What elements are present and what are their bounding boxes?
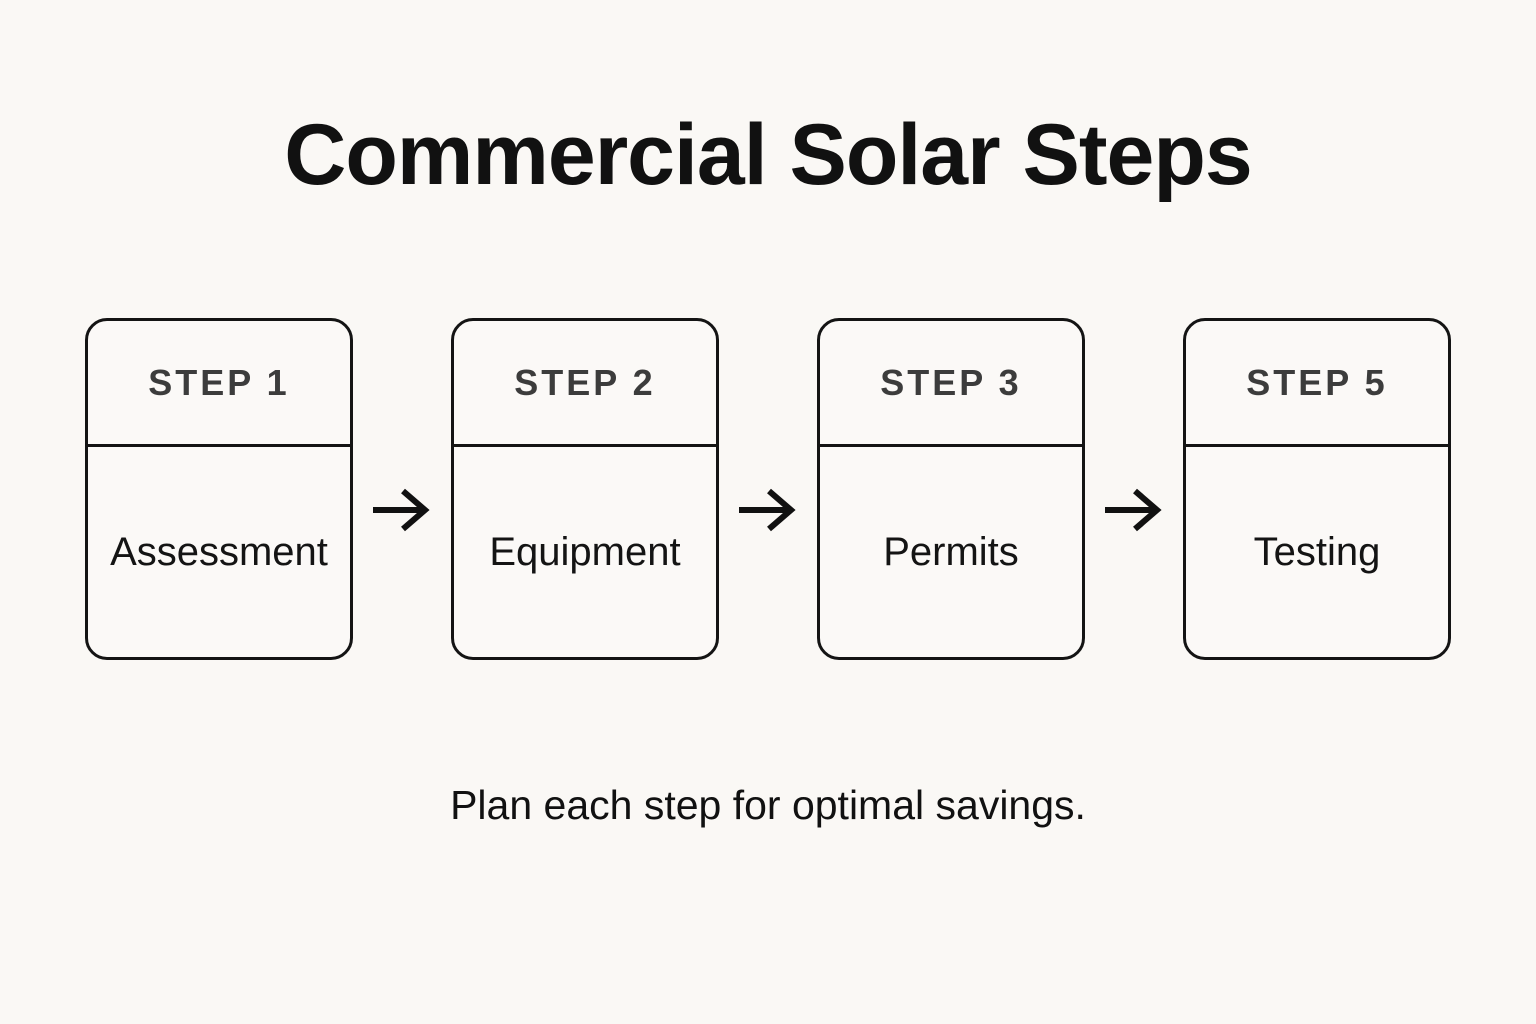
step-name: Permits — [883, 529, 1019, 574]
step-name: Equipment — [489, 529, 681, 574]
step-card-3: STEP 3 Permits — [817, 318, 1085, 660]
step-name: Assessment — [110, 529, 328, 574]
right-arrow-icon — [739, 488, 796, 532]
step-card-4: STEP 5 Testing — [1183, 318, 1451, 660]
flow-arrow-cell — [719, 318, 817, 660]
step-label: STEP 2 — [514, 361, 656, 403]
flow-diagram: STEP 1 Assessment STEP 2 Equipment STEP … — [0, 318, 1536, 660]
page-title: Commercial Solar Steps — [284, 107, 1252, 203]
step-card-body: Testing — [1186, 447, 1448, 657]
step-label: STEP 5 — [1246, 361, 1388, 403]
step-card-1: STEP 1 Assessment — [85, 318, 353, 660]
right-arrow-icon — [373, 488, 430, 532]
step-card-body: Assessment — [88, 447, 350, 657]
caption: Plan each step for optimal savings. — [450, 782, 1086, 828]
flow-arrow-cell — [353, 318, 451, 660]
step-card-header: STEP 3 — [820, 321, 1082, 447]
step-card-body: Permits — [820, 447, 1082, 657]
step-card-2: STEP 2 Equipment — [451, 318, 719, 660]
step-label: STEP 3 — [880, 361, 1022, 403]
step-card-body: Equipment — [454, 447, 716, 657]
step-name: Testing — [1253, 529, 1381, 574]
step-label: STEP 1 — [148, 361, 290, 403]
flow-arrow-cell — [1085, 318, 1183, 660]
right-arrow-icon — [1105, 488, 1162, 532]
step-card-header: STEP 5 — [1186, 321, 1448, 447]
step-card-header: STEP 1 — [88, 321, 350, 447]
step-card-header: STEP 2 — [454, 321, 716, 447]
